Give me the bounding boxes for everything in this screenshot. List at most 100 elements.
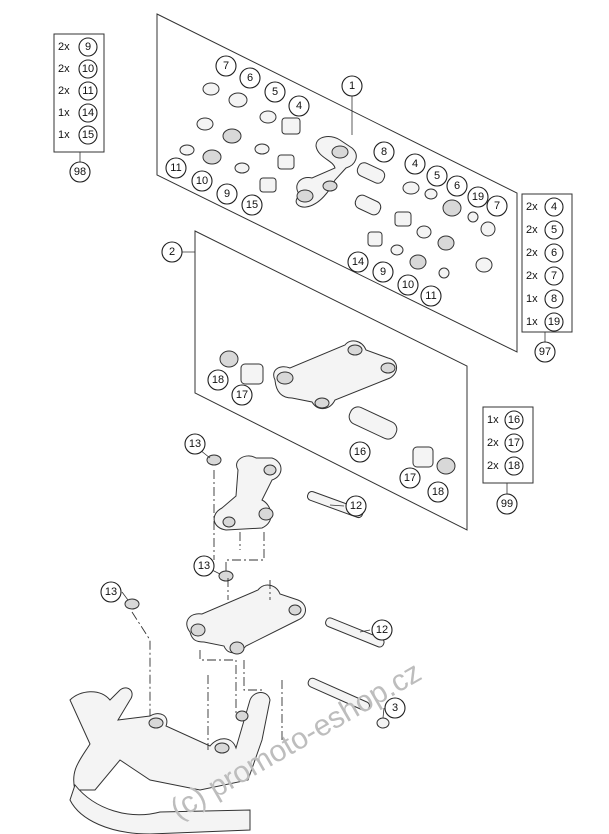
svg-text:15: 15 (246, 199, 258, 211)
kit-part-number: 4 (551, 201, 557, 213)
kit-qty: 2x (487, 460, 499, 472)
svg-text:6: 6 (454, 180, 460, 192)
callout-15: 15 (241, 194, 263, 216)
kit-part-number: 8 (551, 293, 557, 305)
kit-qty: 2x (526, 270, 538, 282)
callout-4-left: 4 (288, 95, 310, 117)
kit-99-row: 2x 18 (487, 456, 524, 476)
kit-97-row: 2x 6 (526, 243, 564, 263)
callout-11-left: 11 (165, 157, 187, 179)
kit-part-circle (544, 243, 564, 263)
kit-part-number: 6 (551, 247, 557, 259)
kit-97-row: 2x 5 (526, 220, 564, 240)
kit-part-number: 9 (85, 41, 91, 53)
callout-7-left: 7 (215, 55, 237, 77)
svg-text:17: 17 (404, 472, 416, 484)
svg-text:13: 13 (105, 586, 117, 598)
callout-14: 14 (347, 251, 369, 273)
callout-13-top: 13 (184, 433, 206, 455)
kit-qty: 1x (526, 293, 538, 305)
kit-97-row: 2x 7 (526, 266, 564, 286)
callout-5-right: 5 (426, 165, 448, 187)
kit-qty: 2x (58, 85, 70, 97)
kit-qty: 2x (526, 247, 538, 259)
kit-part-number: 5 (551, 224, 557, 236)
panel-2-frame (194, 230, 468, 531)
svg-text:8: 8 (381, 146, 387, 158)
svg-text:19: 19 (472, 191, 484, 203)
svg-text:7: 7 (223, 60, 229, 72)
kit-part-circle (78, 103, 98, 123)
bushing-group-right (354, 162, 496, 279)
svg-text:1: 1 (349, 80, 355, 92)
kit-part-number: 18 (508, 460, 520, 472)
svg-text:4: 4 (296, 100, 302, 112)
svg-text:3: 3 (392, 702, 398, 714)
callout-6-left: 6 (239, 67, 261, 89)
callout-18-right: 18 (427, 481, 449, 503)
kit-part-number: 17 (508, 437, 520, 449)
callout-16: 16 (349, 441, 371, 463)
bushing-group-left (179, 82, 301, 193)
svg-text:18: 18 (432, 486, 444, 498)
kit-part-circle (544, 220, 564, 240)
kit-part-number: 10 (82, 63, 94, 75)
callout-11-right: 11 (420, 285, 442, 307)
svg-text:9: 9 (224, 188, 230, 200)
callout-19: 19 (467, 186, 489, 208)
callout-4-right: 4 (404, 153, 426, 175)
callout-9-right: 9 (372, 261, 394, 283)
callout-5-left: 5 (264, 81, 286, 103)
svg-text:11: 11 (425, 290, 436, 302)
callout-17-right: 17 (399, 467, 421, 489)
callout-7-right: 7 (486, 195, 508, 217)
kit-98-row: 2x 10 (58, 59, 98, 79)
callout-10-right: 10 (397, 274, 419, 296)
kit-part-circle (78, 81, 98, 101)
kit-part-number: 15 (82, 129, 94, 141)
svg-text:10: 10 (196, 175, 208, 187)
svg-text:5: 5 (272, 86, 278, 98)
kit-part-number: 11 (82, 85, 93, 97)
callout-17-left: 17 (231, 384, 253, 406)
kit-part-number: 7 (551, 270, 557, 282)
svg-text:7: 7 (494, 200, 500, 212)
kit-qty: 2x (526, 224, 538, 236)
kit-part-circle (544, 197, 564, 217)
kit-part-circle (544, 266, 564, 286)
callout-12-top: 12 (345, 495, 367, 517)
svg-text:9: 9 (380, 266, 386, 278)
swingarm-section (69, 687, 271, 834)
watermark: (c) promoto-eshop.cz (165, 656, 427, 826)
kit-part-circle (78, 59, 98, 79)
kit-97-label: 97 (539, 346, 551, 358)
kit-part-circle (78, 125, 98, 145)
kit-99-label: 99 (501, 498, 513, 510)
svg-text:13: 13 (189, 438, 201, 450)
svg-text:16: 16 (354, 446, 366, 458)
svg-text:14: 14 (352, 256, 364, 268)
callout-9-left: 9 (216, 183, 238, 205)
kit-part-circle (504, 433, 524, 453)
kit-part-number: 14 (82, 107, 94, 119)
assembled-lever (213, 455, 282, 531)
kit-qty: 2x (58, 63, 70, 75)
kit-part-circle (544, 289, 564, 309)
linkage-lever-1 (295, 136, 357, 208)
kit-qty: 1x (487, 414, 499, 426)
svg-text:10: 10 (402, 279, 414, 291)
panel-1-frame (156, 13, 518, 353)
kit-98-row: 2x 11 (58, 81, 98, 101)
callout-13-mid: 13 (193, 555, 215, 577)
kit-qty: 1x (526, 316, 538, 328)
svg-text:5: 5 (434, 170, 440, 182)
svg-text:6: 6 (247, 72, 253, 84)
callout-3: 3 (384, 697, 406, 719)
